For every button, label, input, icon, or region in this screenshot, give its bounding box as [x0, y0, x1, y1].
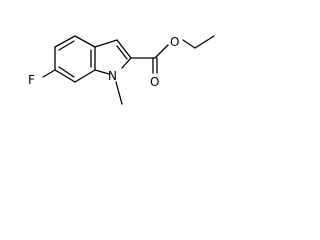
bond-ether-o-ch2	[182, 39, 196, 49]
structure-canvas: F N O O	[0, 0, 229, 125]
fluorine-label: F	[28, 73, 35, 87]
bond-c3-c2	[116, 39, 132, 59]
bond-c3a-c4	[74, 35, 96, 48]
bond-c4-c5-inner	[58, 40, 75, 51]
nitrogen-label: N	[108, 69, 117, 83]
pyrrole-ring	[94, 39, 132, 75]
bond-carbonyl-ether-o	[154, 44, 169, 59]
bond-c6-f	[42, 69, 56, 78]
molecule-structure: F N O O	[28, 35, 215, 105]
bond-c6-c7-inner	[58, 66, 75, 78]
bond-n1-methyl	[115, 81, 123, 105]
bond-c6-c7	[54, 69, 76, 83]
bond-c3-c2-inner	[116, 45, 128, 60]
bond-ch2-ch3	[194, 35, 215, 49]
bond-n1-c7a	[94, 69, 110, 75]
bond-c3a-c3	[94, 39, 118, 48]
bond-c4-c5	[54, 35, 76, 48]
carbonyl-oxygen-label: O	[150, 75, 159, 89]
ester-group	[130, 35, 215, 74]
bond-c2-n1	[121, 57, 132, 69]
ether-oxygen-label: O	[170, 35, 179, 49]
bond-c7-c7a	[74, 69, 96, 83]
benzene-ring	[54, 35, 96, 83]
